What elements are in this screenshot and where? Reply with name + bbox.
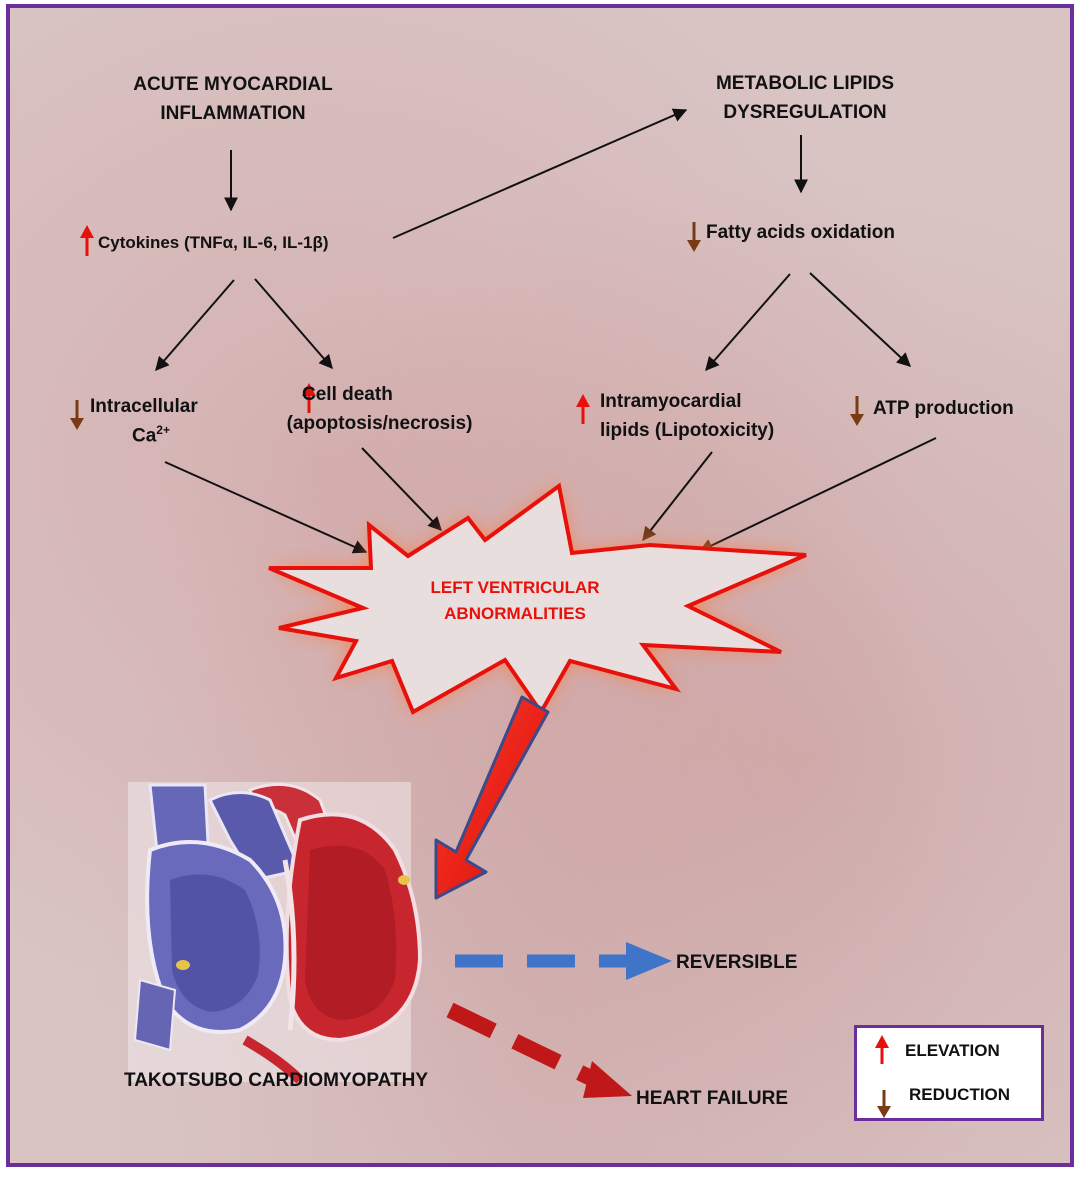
metabolic-line1: METABOLIC LIPIDS	[715, 73, 895, 94]
intramyocardial-line2: lipids (Lipotoxicity)	[600, 420, 775, 442]
legend-reduction-icon	[877, 1090, 891, 1118]
node-cell-death: Cell death (apoptosis/necrosis)	[262, 380, 497, 439]
intramyocardial-line1: Intramyocardial	[600, 391, 742, 412]
cell-death-line2: (apoptosis/necrosis)	[286, 413, 473, 435]
reversible-label: REVERSIBLE	[676, 952, 798, 973]
heart-failure-label: HEART FAILURE	[636, 1088, 788, 1109]
big-red-arrow	[434, 695, 550, 900]
fatty-acids-label: Fatty acids oxidation	[706, 222, 895, 243]
legend-icons	[875, 1035, 891, 1118]
node-acute-inflammation: ACUTE MYOCARDIAL INFLAMMATION	[98, 70, 368, 129]
cytokines-label: Cytokines (TNFα, IL-6, IL-1β)	[98, 233, 329, 252]
node-reversible: REVERSIBLE	[676, 948, 797, 977]
reduction-icon-fatty-acids	[687, 222, 701, 252]
node-fatty-acids: Fatty acids oxidation	[706, 218, 895, 247]
arrow-celldeath-to-lv	[361, 447, 442, 532]
lv-line1: LEFT VENTRICULAR	[430, 578, 600, 597]
intracellular-line1: Intracellular	[90, 396, 198, 417]
arrow-fatty-to-intramyocardial	[705, 273, 791, 372]
elevation-icon-intramyocardial	[576, 394, 590, 424]
node-intracellular: Intracellular Ca2+	[90, 392, 198, 451]
lv-line2: ABNORMALITIES	[444, 604, 586, 624]
arrow-fatty-to-atp	[809, 272, 912, 367]
legend: ELEVATION REDUCTION	[854, 1025, 1044, 1121]
arrow-cytokines-to-celldeath	[254, 278, 333, 370]
intracellular-line2: Ca	[132, 425, 157, 447]
takotsubo-label: TAKOTSUBO CARDIOMYOPATHY	[124, 1070, 428, 1091]
arrow-intramyocardial-to-lv	[642, 451, 713, 542]
arrow-intracellular-to-lv	[164, 461, 368, 554]
node-atp: ATP production	[873, 394, 1014, 423]
acute-inflammation-line2: INFLAMMATION	[160, 103, 306, 125]
legend-elevation-label: ELEVATION	[905, 1041, 1000, 1060]
arrow-cytokines-to-metabolic	[392, 108, 688, 239]
reduction-icon-atp	[850, 396, 864, 426]
cell-death-line1: Cell death	[302, 384, 393, 405]
arrow-atp-to-lv	[698, 437, 937, 552]
node-takotsubo: TAKOTSUBO CARDIOMYOPATHY	[124, 1066, 428, 1095]
metabolic-line2: DYSREGULATION	[723, 102, 887, 124]
node-cytokines: Cytokines (TNFα, IL-6, IL-1β)	[98, 230, 329, 256]
heart-illustration	[128, 782, 423, 1084]
atp-label: ATP production	[873, 398, 1014, 419]
legend-reduction-label: REDUCTION	[909, 1085, 1011, 1104]
node-intramyocardial: Intramyocardial lipids (Lipotoxicity)	[600, 387, 774, 446]
intracellular-line2-wrap: Ca2+	[90, 421, 198, 451]
heart-failure-arrow	[446, 1002, 632, 1098]
node-lv-abnormalities: LEFT VENTRICULAR ABNORMALITIES	[395, 575, 635, 628]
lv-starburst	[268, 482, 807, 716]
intracellular-sup: 2+	[156, 423, 170, 438]
acute-inflammation-line1: ACUTE MYOCARDIAL	[133, 74, 333, 95]
reduction-icon-intracellular	[70, 400, 84, 430]
elevation-icon-cytokines	[80, 225, 94, 256]
node-metabolic: METABOLIC LIPIDS DYSREGULATION	[680, 69, 930, 128]
elevation-icon-cell-death	[302, 383, 316, 413]
arrow-cytokines-to-intracellular	[155, 279, 235, 372]
node-heart-failure: HEART FAILURE	[636, 1084, 788, 1113]
reversible-arrow	[455, 942, 672, 980]
legend-elevation-icon	[875, 1035, 889, 1064]
